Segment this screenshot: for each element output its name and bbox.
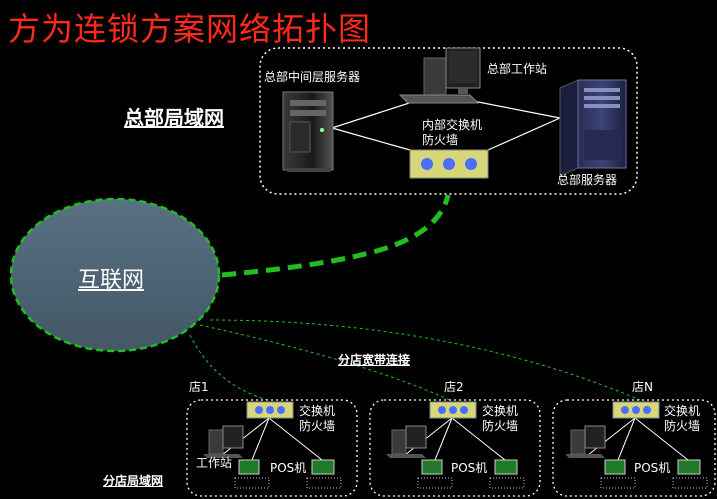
page-title: 方为连锁方案网络拓扑图 [8, 10, 372, 48]
internet-hq-link [221, 194, 451, 278]
store-2-name: 店2 [444, 380, 464, 394]
store-2-switch-label-1: 交换机 [482, 404, 519, 418]
store-workstation-icon [386, 425, 427, 458]
store-n-switch-label-2: 防火墙 [664, 419, 701, 433]
hq-workstation-icon [398, 47, 481, 104]
branch-lan-label: 分店局域网 [103, 474, 164, 488]
hq-switch-label-2: 防火墙 [422, 133, 459, 147]
store-1-switch-label-2: 防火墙 [299, 419, 336, 433]
store-1-box [186, 399, 358, 497]
internet-cloud [9, 197, 221, 353]
store-1-switch-label-1: 交换机 [299, 404, 336, 418]
hq-lan-label: 总部局域网 [124, 106, 224, 130]
store-n-switch-label-1: 交换机 [664, 404, 701, 418]
store-1-pos-label: POS机 [270, 461, 307, 475]
internet-label: 互联网 [78, 268, 145, 293]
hq-server-label: 总部服务器 [557, 173, 618, 187]
store-workstation-icon [203, 425, 244, 458]
store-n-devices [565, 401, 708, 489]
store-1-devices [203, 401, 342, 489]
store-workstation-icon [565, 425, 606, 458]
store-switch-icon [612, 401, 660, 419]
store-2-devices [386, 401, 525, 489]
store-n-pos-label: POS机 [634, 461, 671, 475]
store-1-workstation-label: 工作站 [196, 456, 233, 470]
store-pos-icon [604, 459, 701, 475]
store-n-box [552, 399, 716, 497]
store-2-pos-label: POS机 [451, 461, 488, 475]
store-switch-icon [429, 401, 477, 419]
store-1-name: 店1 [189, 380, 209, 394]
hq-switch-label-1: 内部交换机 [422, 118, 483, 132]
store-switch-icon [246, 401, 294, 419]
store-pos-icon [421, 459, 518, 475]
hq-links [331, 93, 561, 151]
hq-workstation-label: 总部工作站 [487, 62, 548, 76]
hq-server-icon [559, 79, 627, 177]
hq-middle-server-icon [282, 91, 334, 172]
branch-broadband-label: 分店宽带连接 [338, 353, 411, 367]
store-n-name: 店N [632, 380, 653, 394]
store-2-box [369, 399, 541, 497]
hq-middle-server-label: 总部中间层服务器 [264, 70, 361, 84]
store-pos-icon [238, 459, 335, 475]
broadband-links [189, 319, 641, 401]
store-2-switch-label-2: 防火墙 [482, 419, 519, 433]
hq-switch-icon [409, 149, 489, 179]
